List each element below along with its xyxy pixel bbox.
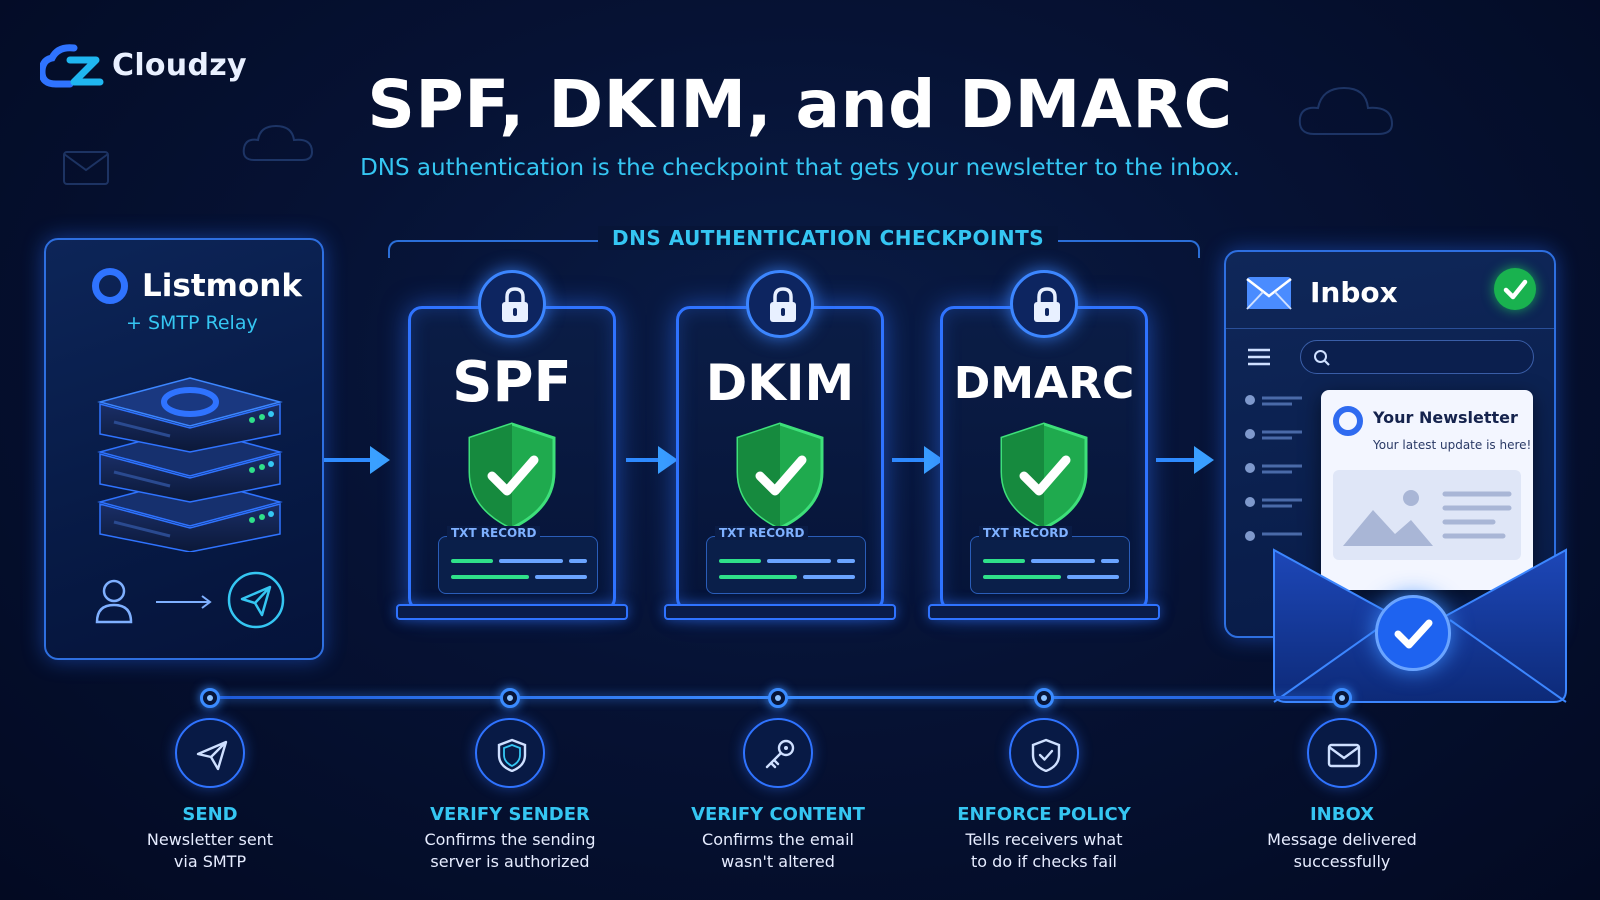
user-icon [95,579,133,624]
checkpoint-name: SPF [452,350,572,415]
step-title: VERIFY CONTENT [691,804,865,825]
step-description-line: successfully [1293,852,1391,871]
sender-panel: Listmonk + SMTP Relay [44,238,324,660]
inbox-divider [1226,328,1554,329]
send-icon [175,718,245,788]
checkpoint-base [928,604,1160,620]
txt-record: TXT RECORD [438,526,598,594]
step-title: SEND [182,804,238,825]
brand: Cloudzy [40,40,247,90]
step-description: Newsletter sent via SMTP [100,829,320,873]
timeline-dot-inbox [1332,688,1352,708]
timeline-dot-send [200,688,220,708]
checkpoint-base [664,604,896,620]
connector-arrow-1 [324,446,390,474]
newsletter-subtitle: Your latest update is here! [1373,438,1532,452]
step-description-line: Newsletter sent [146,830,274,849]
lock-icon [746,270,814,338]
checkpoint-name: DKIM [705,354,855,412]
mail-icon [1246,277,1292,310]
checkpoint-dkim: DKIM TXT RECORD [664,270,896,620]
step-description-line: Confirms the email [702,830,854,849]
step-description: Confirms the sending server is authorize… [400,829,620,873]
shield-icon [475,718,545,788]
delivered-check-icon [1375,595,1451,671]
menu-icon[interactable] [1248,348,1270,366]
checkpoint-name: DMARC [953,358,1135,409]
step-description-line: Tells receivers what [965,830,1123,849]
shield-check-icon [468,422,556,530]
shield-check-icon [1009,718,1079,788]
step-description: Message delivered successfully [1232,829,1452,873]
listmonk-logo-icon [1333,406,1363,436]
decorative-cloud-icon [242,124,314,161]
connector-arrow-4 [1156,446,1214,474]
checkpoint-spf: SPF TXT RECORD [396,270,628,620]
txt-record-label: TXT RECORD [715,526,809,540]
step-enforce-policy: ENFORCE POLICY Tells receivers what to d… [934,718,1154,873]
sender-title: Listmonk [142,268,302,304]
txt-record: TXT RECORD [706,526,866,594]
step-send: SEND Newsletter sent via SMTP [100,718,320,873]
shield-check-icon [1000,422,1088,530]
decorative-mail-icon [63,151,109,185]
checkpoint-dmarc: DMARC TXT RECORD [928,270,1160,620]
page-title: SPF, DKIM, and DMARC [367,66,1233,143]
record-lines [983,559,1119,579]
txt-record: TXT RECORD [970,526,1130,594]
newsletter-image-placeholder [1333,470,1521,560]
step-description-line: to do if checks fail [971,852,1117,871]
step-description-line: Message delivered [1267,830,1417,849]
message-list [1245,395,1302,541]
lock-icon [478,270,546,338]
search-icon [1314,350,1330,366]
lock-icon [1010,270,1078,338]
checkpoints-label: DNS AUTHENTICATION CHECKPOINTS [598,226,1059,250]
listmonk-logo-icon [92,268,128,304]
timeline-dot-verify-sender [500,688,520,708]
step-description-line: via SMTP [173,852,247,871]
step-inbox: INBOX Message delivered successfully [1232,718,1452,873]
page-subtitle: DNS authentication is the checkpoint tha… [360,155,1240,181]
step-title: VERIFY SENDER [430,804,590,825]
step-description: Confirms the email wasn't altered [668,829,888,873]
connector-arrow-2 [626,446,678,474]
step-description-line: Confirms the sending [424,830,596,849]
cloudzy-logo-icon [40,44,104,88]
decorative-cloud-icon-right [1298,86,1394,135]
inbox-title: Inbox [1310,276,1398,309]
checkpoint-base [396,604,628,620]
step-title: INBOX [1309,804,1375,825]
txt-record-label: TXT RECORD [979,526,1073,540]
key-icon [743,718,813,788]
step-verify-content: VERIFY CONTENT Confirms the email wasn't… [668,718,888,873]
newsletter-card[interactable]: Your Newsletter Your latest update is he… [1321,390,1533,590]
step-description-line: wasn't altered [721,852,835,871]
server-stack-icon [97,377,283,552]
timeline-dot-verify-content [768,688,788,708]
flow-arrow-icon [156,595,212,609]
step-description-line: server is authorized [430,852,590,871]
sender-subtitle: + SMTP Relay [126,312,258,334]
shield-check-icon [736,422,824,530]
connector-arrow-3 [892,446,944,474]
envelope-icon [1273,548,1567,703]
step-verify-sender: VERIFY SENDER Confirms the sending serve… [400,718,620,873]
timeline-dot-enforce-policy [1034,688,1054,708]
search-input[interactable] [1300,340,1534,374]
mail-icon [1307,718,1377,788]
step-title: ENFORCE POLICY [957,804,1131,825]
step-description: Tells receivers what to do if checks fai… [934,829,1154,873]
brand-name: Cloudzy [112,47,247,83]
send-plane-icon [227,571,285,629]
newsletter-title: Your Newsletter [1373,408,1518,427]
record-lines [451,559,587,579]
verified-check-icon [1494,268,1536,310]
txt-record-label: TXT RECORD [447,526,541,540]
record-lines [719,559,855,579]
